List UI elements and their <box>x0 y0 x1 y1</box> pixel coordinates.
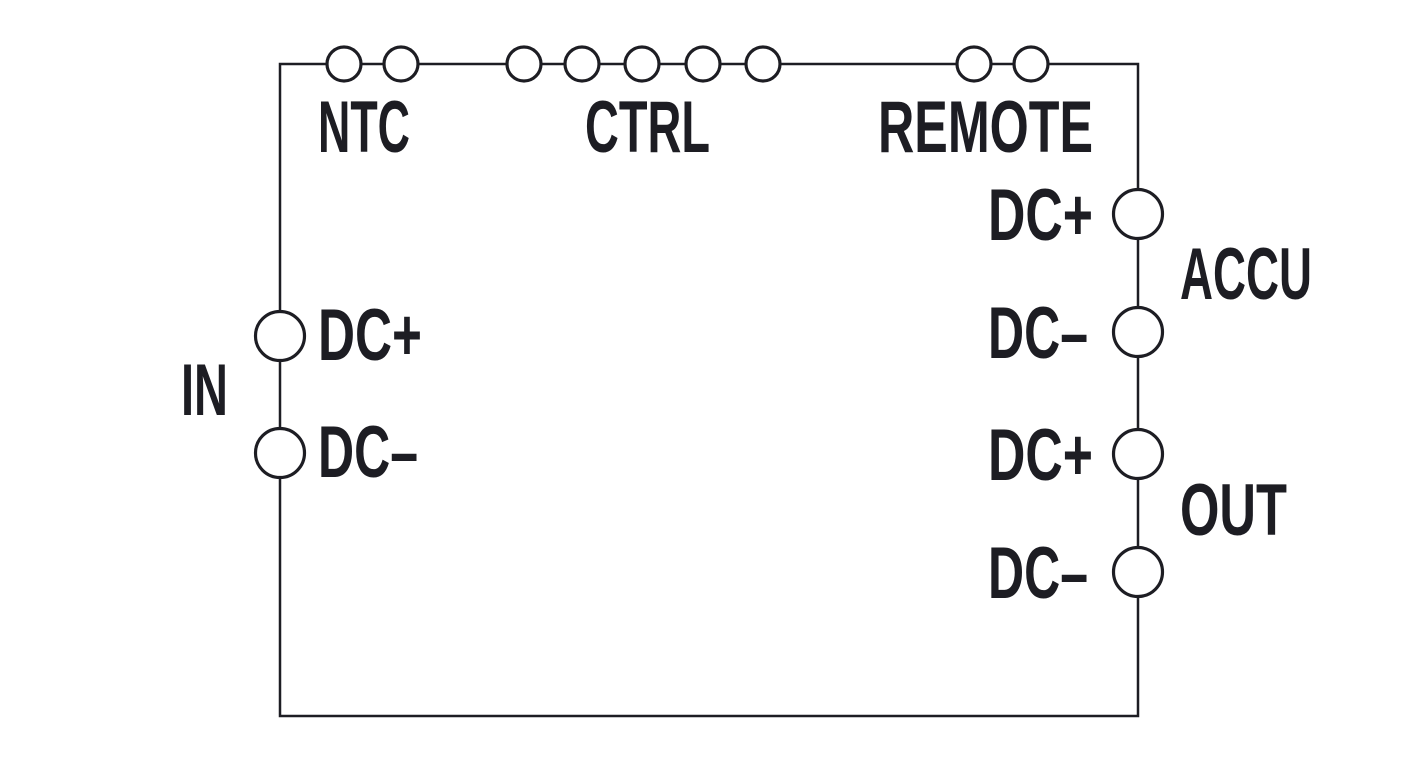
terminal-ctrl-2 <box>563 45 601 83</box>
ntc-group-label: NTC <box>318 87 410 168</box>
remote-group-label: REMOTE <box>878 87 1093 168</box>
accu-dc-plus-label: DC+ <box>988 175 1093 256</box>
in-group-label: IN <box>181 350 228 431</box>
terminal-ctrl-1 <box>505 45 543 83</box>
out-dc-minus-label: DC– <box>988 533 1088 614</box>
accu-dc-minus-label: DC– <box>988 293 1088 374</box>
terminal-accu-2 <box>1111 305 1165 359</box>
terminal-group <box>253 45 1165 599</box>
terminal-out-2 <box>1111 545 1165 599</box>
terminal-ntc-2 <box>382 45 420 83</box>
terminal-in-1 <box>253 309 307 363</box>
terminal-remote-1 <box>955 45 993 83</box>
in-dc-minus-label: DC– <box>318 412 418 493</box>
out-group-label: OUT <box>1180 470 1287 551</box>
terminal-out-1 <box>1111 427 1165 481</box>
terminal-accu-1 <box>1111 187 1165 241</box>
terminal-ntc-1 <box>325 45 363 83</box>
terminal-in-2 <box>253 426 307 480</box>
accu-group-label: ACCU <box>1180 234 1312 315</box>
ctrl-group-label: CTRL <box>585 87 710 168</box>
out-dc-plus-label: DC+ <box>988 415 1093 496</box>
terminal-ctrl-5 <box>744 45 782 83</box>
terminal-ctrl-3 <box>623 45 661 83</box>
terminal-ctrl-4 <box>684 45 722 83</box>
terminal-remote-2 <box>1012 45 1050 83</box>
in-dc-plus-label: DC+ <box>318 295 422 376</box>
